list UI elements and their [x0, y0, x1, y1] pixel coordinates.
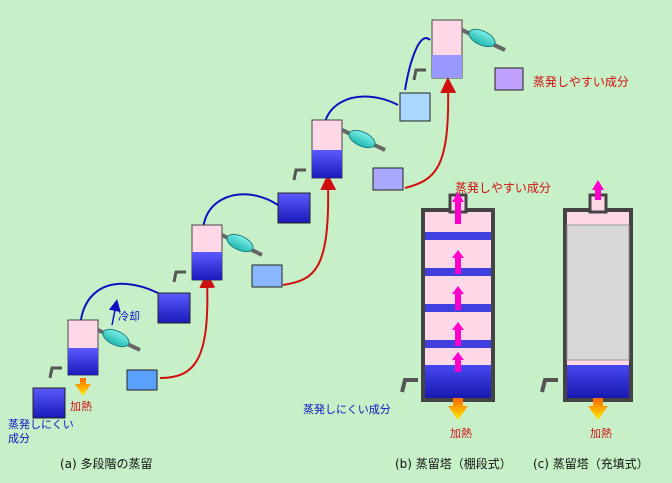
faucet-icon: [48, 366, 62, 379]
nonvolatile-label-line1: 蒸発しにくい: [8, 417, 74, 431]
return-line-4: [404, 37, 431, 91]
distillate-beaker-2: [251, 264, 283, 288]
condenser-icon: [348, 129, 376, 149]
packing-bed: [566, 224, 630, 361]
faucet-icon: [412, 68, 426, 81]
stage-4: [399, 19, 524, 122]
condenser-icon: [468, 28, 496, 48]
feed-line-1: [159, 272, 216, 379]
volatile-label-b: 蒸発しやすい成分: [455, 181, 551, 195]
heat-arrow-icon: [75, 378, 91, 396]
vapor-arrow-icon: [452, 192, 464, 372]
heat-arrow-icon: [588, 398, 608, 420]
heat-arrow-icon: [448, 398, 468, 420]
caption-c: (c) 蒸留塔（充填式）: [533, 456, 649, 471]
feed-lines: [159, 77, 457, 379]
still-liquid-3: [312, 150, 342, 178]
return-lines: [72, 37, 431, 363]
heating-label-a: 加熱: [70, 400, 92, 413]
stage-3: [277, 119, 404, 224]
heating-label-c: 加熱: [590, 427, 612, 440]
receiver-beaker-3: [277, 192, 311, 224]
caption-a: (a) 多段階の蒸留: [60, 456, 153, 471]
cooling-arrow: [108, 299, 121, 326]
packed-column-bottom-liquid: [567, 365, 629, 398]
faucet-icon: [172, 270, 186, 283]
caption-b: (b) 蒸留塔（棚段式）: [395, 456, 512, 471]
nonvolatile-label-b: 蒸発しにくい成分: [303, 402, 391, 416]
still-liquid-2: [192, 252, 222, 280]
distillate-beaker-4: [494, 67, 524, 91]
condenser-icon: [226, 233, 254, 253]
receiver-beaker-1: [32, 387, 66, 419]
distillate-beaker-3: [372, 167, 404, 191]
feed-line-2: [282, 174, 337, 286]
receiver-beaker-4: [399, 92, 431, 122]
tray-column: [400, 192, 495, 420]
receiver-beaker-2: [157, 292, 191, 324]
stage-2: [157, 224, 283, 324]
packed-column: [540, 180, 633, 420]
tray-1: [425, 232, 491, 240]
condenser-icon: [102, 328, 130, 348]
still-liquid-1: [68, 348, 98, 375]
vapor-arrow-icon: [592, 180, 604, 190]
feed-line-3: [404, 77, 457, 189]
vapor-arrow-stem: [595, 190, 601, 200]
faucet-icon: [400, 378, 418, 393]
faucet-icon: [292, 168, 306, 181]
stage-1: [32, 299, 158, 419]
heating-label-b: 加熱: [450, 427, 472, 440]
volatile-label-a: 蒸発しやすい成分: [533, 75, 629, 89]
cooling-label: 冷却: [118, 310, 140, 323]
faucet-icon: [540, 378, 558, 393]
nonvolatile-label-line2: 成分: [8, 432, 30, 445]
still-liquid-4: [432, 55, 462, 78]
distillate-beaker-1: [126, 369, 158, 391]
